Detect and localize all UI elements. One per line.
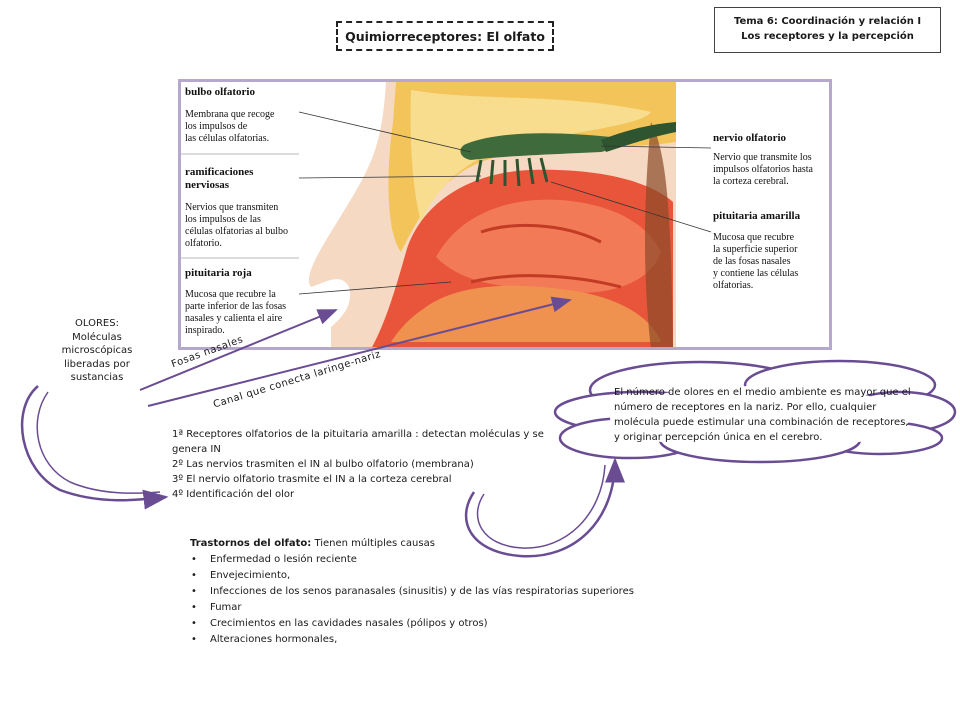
olfactory-anatomy-figure: bulbo olfatorio Membrana que recoge los … [178,79,832,350]
olores-text: OLORES: Moléculas microscópicas liberada… [42,317,152,385]
curved-arrow-olores-inner [36,391,161,494]
olores-line: microscópicas [61,345,133,356]
label-pituitaria-amarilla: pituitaria amarilla [713,210,801,222]
list-item: Envejecimiento, [191,568,710,584]
title-line: nerviosas [185,179,229,191]
curved-arrow-steps-inner [476,464,606,549]
nasal-cavity-illustration [181,82,829,347]
desc-line: Nervios que transmiten [185,202,279,213]
desc-line: células olfatorias al bulbo [185,226,289,237]
label-ramificaciones-nerviosas: ramificaciones nerviosas [185,166,253,192]
olfaction-disorders: Trastornos del olfato: Tienen múltiples … [190,536,710,648]
topic-line-1: Tema 6: Coordinación y relación I [733,16,922,27]
arrow-to-canal-laringe-nariz [147,296,572,407]
step-item: 2º Las nervios trasmiten el IN al bulbo … [172,459,474,470]
desc-line: y contiene las células [713,268,799,279]
page-title-text: Quimiorreceptores: El olfato [345,28,545,44]
disorders-heading-bold: Trastornos del olfato: [190,538,312,549]
step-item: 3º El nervio olfatorio trasmite el IN a … [172,474,452,485]
disorders-list: Enfermedad o lesión reciente Envejecimie… [190,552,710,648]
olores-line: OLORES: [75,318,119,329]
topic-box: Tema 6: Coordinación y relación I Los re… [714,7,941,53]
olores-line: liberadas por [64,358,130,370]
list-item: Infecciones de los senos paranasales (si… [191,584,710,600]
olfaction-steps: 1ª Receptores olfatorios de la pituitari… [172,427,582,502]
desc-line: la superficie superior [713,244,798,255]
disorders-heading: Trastornos del olfato: Tienen múltiples … [190,536,710,552]
label-pituitaria-roja: pituitaria roja [185,267,252,279]
desc-line: de las fosas nasales [713,256,791,267]
desc-line: nasales y calienta el aire [185,313,283,324]
page-title: Quimiorreceptores: El olfato [336,21,554,51]
olores-line: sustancias [70,372,124,383]
step-item: 1ª Receptores olfatorios de la pituitari… [172,429,544,455]
cloud-text: El número de olores en el medio ambiente… [614,387,911,443]
step-item: 4º Identificación del olor [172,489,295,500]
desc-line: inspirado. [185,325,225,336]
desc-ramificaciones-nerviosas: Nervios que transmiten los impulsos de l… [185,202,288,250]
desc-line: los impulsos de las [185,214,261,225]
desc-pituitaria-roja: Mucosa que recubre la parte inferior de … [185,289,286,337]
desc-bulbo-olfatorio: Membrana que recoge los impulsos de las … [185,109,274,145]
desc-line: Membrana que recoge [185,109,275,120]
disorders-heading-rest: Tienen múltiples causas [311,538,435,549]
desc-line: Mucosa que recubre la [185,289,276,300]
desc-pituitaria-amarilla: Mucosa que recubre la superficie superio… [713,232,798,292]
list-item: Crecimientos en las cavidades nasales (p… [191,616,710,632]
label-bulbo-olfatorio: bulbo olfatorio [185,86,255,98]
list-item: Alteraciones hormonales, [191,632,710,648]
desc-nervio-olfatorio: Nervio que transmite los impulsos olfato… [713,152,813,188]
curved-arrow-olores-to-steps [20,385,169,510]
desc-line: Nervio que transmite los [713,152,812,163]
list-item: Fumar [191,600,710,616]
desc-line: las células olfatorias. [185,133,270,144]
desc-line: parte inferior de las fosas [185,301,287,312]
desc-line: Mucosa que recubre [713,232,795,243]
olores-line: Moléculas [72,331,122,343]
label-nervio-olfatorio: nervio olfatorio [713,132,787,144]
title-line: ramificaciones [185,166,254,178]
desc-line: olfatorias. [713,280,754,291]
thought-cloud [553,359,957,464]
desc-line: olfatorio. [185,238,222,249]
topic-line-2: Los receptores y la percepción [741,31,914,42]
list-item: Enfermedad o lesión reciente [191,552,710,568]
arrow-to-fosas-nasales [139,309,338,391]
desc-line: impulsos olfatorios hasta [713,164,813,175]
desc-line: los impulsos de [185,121,248,132]
desc-line: la corteza cerebral. [713,176,789,187]
